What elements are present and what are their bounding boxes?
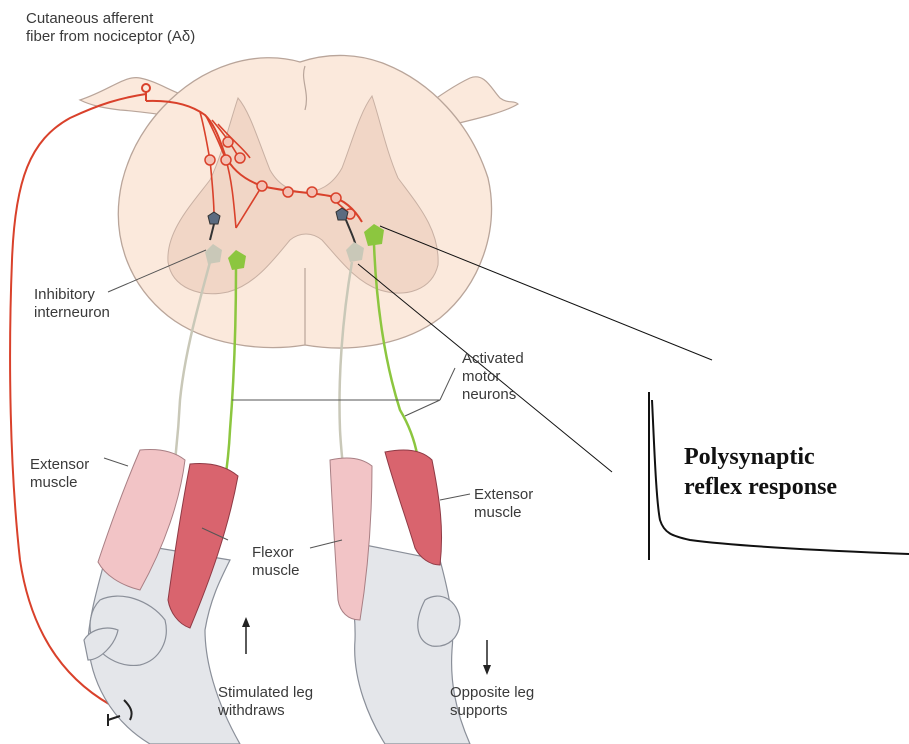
stimulated-leg-label: Stimulated leg withdraws xyxy=(218,684,313,720)
down-arrow-icon xyxy=(483,640,491,675)
inhibitory-interneuron-label: Inhibitory interneuron xyxy=(34,286,110,322)
afferent-fiber-label: Cutaneous afferent fiber from nociceptor… xyxy=(26,10,195,46)
extensor-muscle-left-label: Extensor muscle xyxy=(30,456,89,492)
polysynaptic-reflex-response-label: Polysynaptic reflex response xyxy=(684,442,837,502)
up-arrow-icon xyxy=(242,617,250,654)
opposite-leg-label: Opposite leg supports xyxy=(450,684,534,720)
extensor-muscle-right-label: Extensor muscle xyxy=(474,486,533,522)
activated-motor-neurons-label: Activated motor neurons xyxy=(462,350,524,404)
left-leg xyxy=(84,449,240,744)
flexor-muscle-label: Flexor muscle xyxy=(252,544,300,580)
right-leg xyxy=(330,450,470,744)
